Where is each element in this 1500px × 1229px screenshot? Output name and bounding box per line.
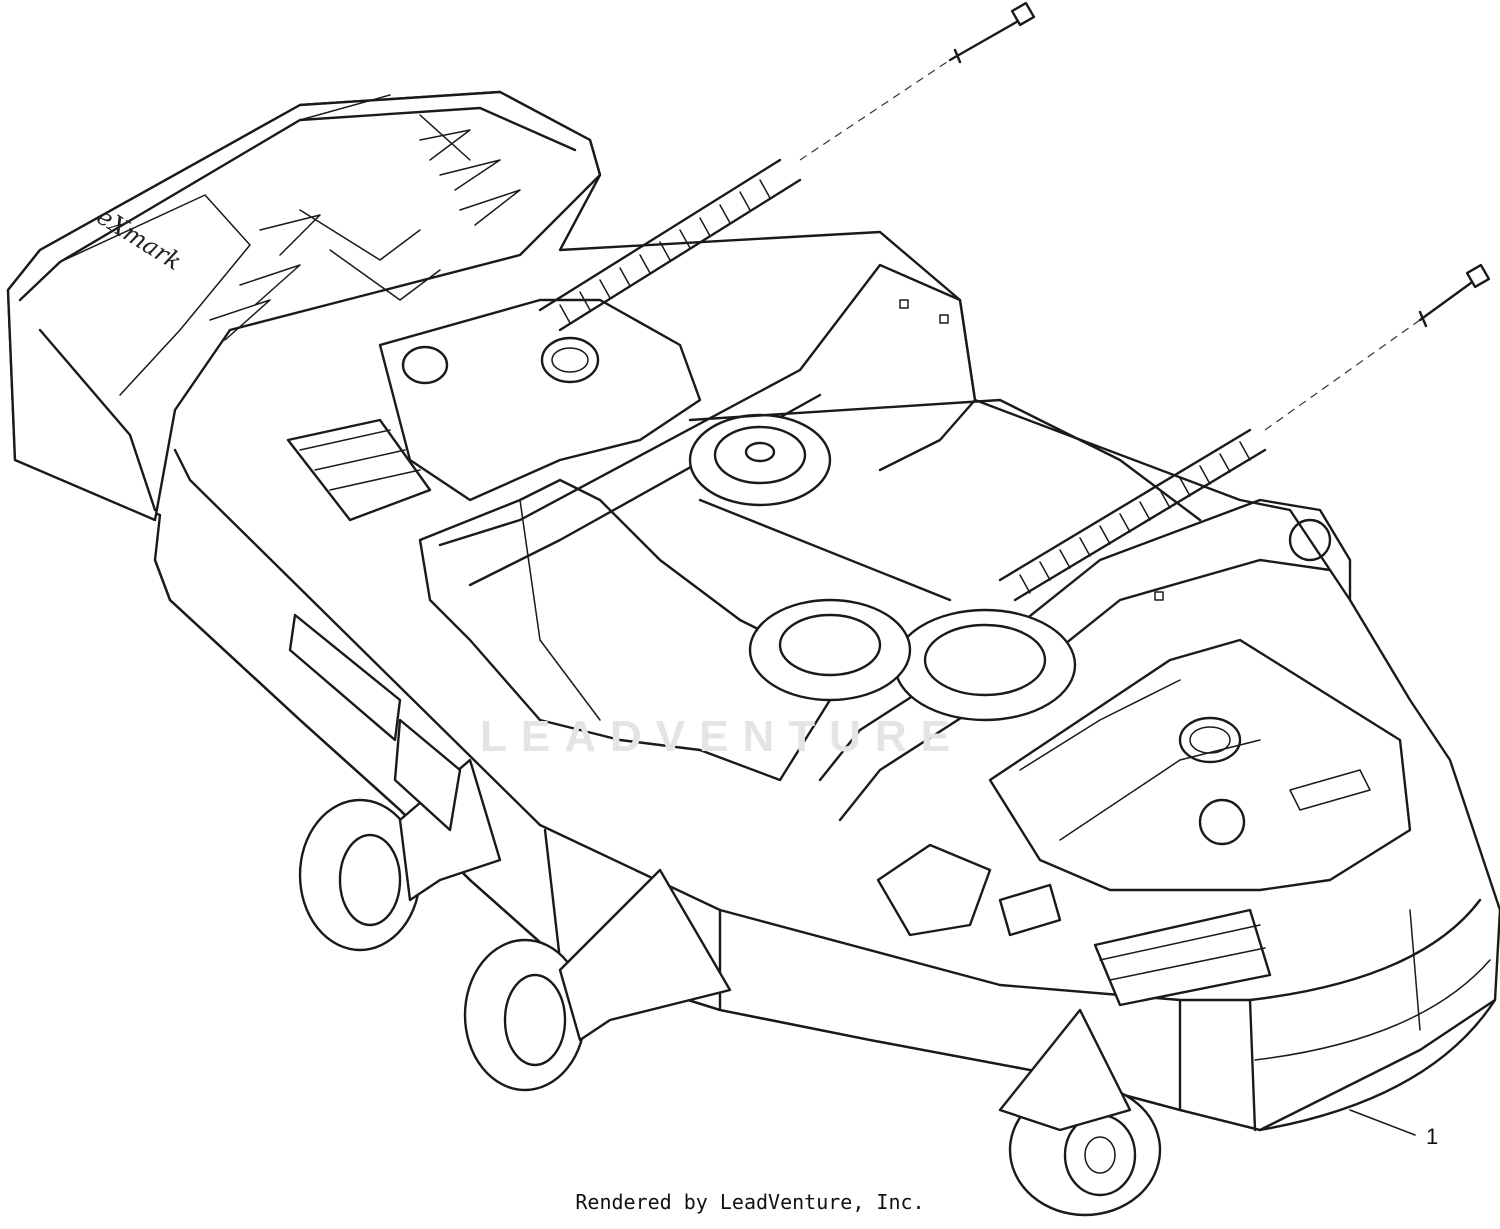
callout-label-1: 1 (1426, 1124, 1439, 1149)
pulleys (688, 398, 1202, 722)
tension-springs (538, 158, 1267, 602)
watermark-text: LEADVENTURE (480, 712, 965, 761)
render-credit: Rendered by LeadVenture, Inc. (575, 1190, 925, 1214)
model-badge (288, 613, 462, 832)
safety-decals (286, 418, 1272, 1007)
left-spindle-cover (378, 298, 702, 502)
callout-leader-1 (1349, 1109, 1416, 1136)
bolts (799, 1, 1491, 431)
right-spindle-cover (988, 638, 1412, 892)
discharge-chute (6, 90, 602, 522)
